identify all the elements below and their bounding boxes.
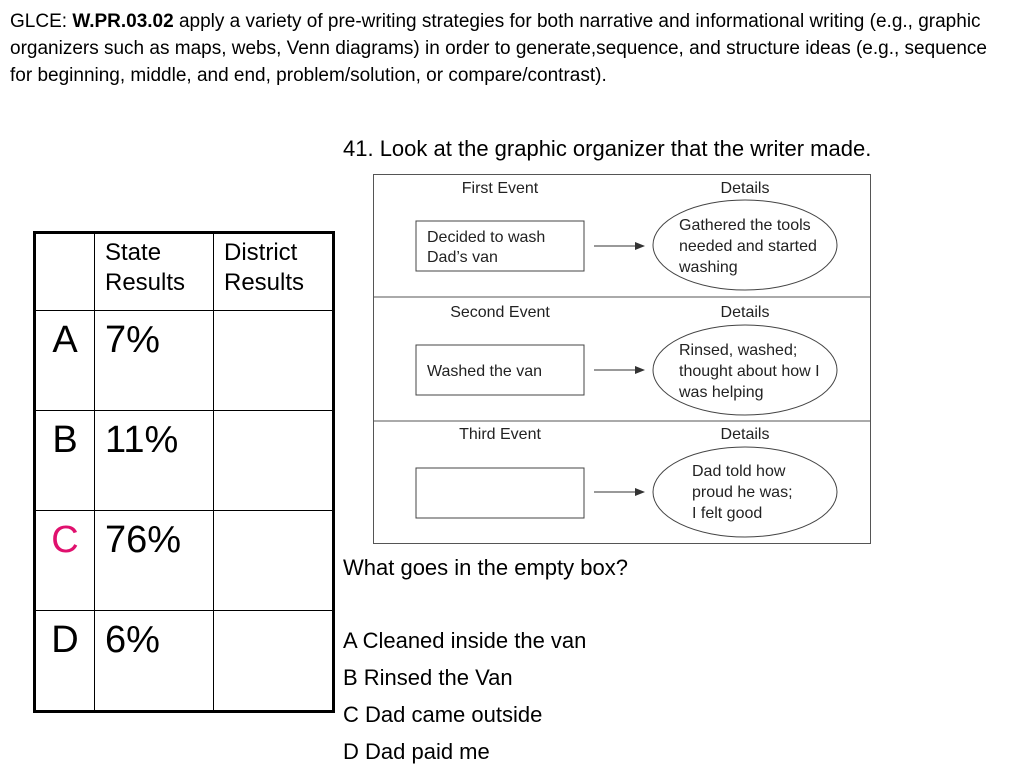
event-label: First Event bbox=[462, 180, 539, 197]
empty-event-box bbox=[415, 467, 585, 519]
results-row: D 6% bbox=[34, 610, 334, 712]
choice-letter: D bbox=[34, 610, 95, 712]
answer-choices: A Cleaned inside the van B Rinsed the Va… bbox=[343, 626, 586, 774]
district-percent bbox=[213, 410, 334, 511]
event-label: Second Event bbox=[450, 304, 550, 321]
details-text-line: washing bbox=[678, 259, 738, 276]
district-percent bbox=[213, 610, 334, 712]
details-text-line: proud he was; bbox=[692, 484, 793, 501]
question-text: 41. Look at the graphic organizer that t… bbox=[343, 136, 872, 161]
graphic-organizer: First Event Details Decided to wash Dad’… bbox=[373, 174, 871, 544]
state-percent: 76% bbox=[94, 510, 214, 611]
organizer-row-2: Second Event Details Washed the van Rins… bbox=[415, 304, 838, 416]
event-text-line: Decided to wash bbox=[427, 229, 545, 246]
event-box bbox=[415, 344, 585, 396]
details-text-line: Gathered the tools bbox=[679, 217, 811, 234]
organizer-row-3: Third Event Details Dad told how proud h… bbox=[415, 426, 838, 538]
event-text-line: Dad’s van bbox=[427, 249, 498, 266]
details-text-line: thought about how I bbox=[679, 363, 820, 380]
organizer-row-1: First Event Details Decided to wash Dad’… bbox=[415, 180, 838, 291]
details-text: Dad told how proud he was; I felt good bbox=[692, 463, 797, 522]
details-label: Details bbox=[721, 426, 770, 443]
standard-description: apply a variety of pre-writing strategie… bbox=[10, 11, 987, 86]
prompt-text: What goes in the empty box? bbox=[343, 555, 628, 580]
state-percent: 6% bbox=[94, 610, 214, 712]
details-text-line: Dad told how bbox=[692, 463, 786, 480]
district-results-header: District Results bbox=[213, 232, 334, 311]
state-percent: 11% bbox=[94, 410, 214, 511]
organizer-frame bbox=[373, 174, 871, 544]
corner-cell bbox=[34, 232, 95, 311]
state-results-header: State Results bbox=[94, 232, 214, 311]
event-label: Third Event bbox=[459, 426, 541, 443]
glce-prefix: GLCE: bbox=[10, 11, 73, 32]
choice-letter-correct: C bbox=[34, 510, 95, 611]
state-percent: 7% bbox=[94, 310, 214, 411]
standard-header: GLCE: W.PR.03.02 apply a variety of pre-… bbox=[10, 8, 1010, 89]
choice-letter: A bbox=[34, 310, 95, 411]
answer-choice: A Cleaned inside the van bbox=[343, 628, 587, 653]
event-text: Decided to wash Dad’s van bbox=[427, 229, 550, 266]
details-text: Gathered the tools needed and started wa… bbox=[678, 217, 821, 276]
details-text-line: Rinsed, washed; bbox=[679, 342, 797, 359]
details-text: Rinsed, washed; thought about how I was … bbox=[678, 342, 824, 401]
details-text-line: needed and started bbox=[679, 238, 817, 255]
details-label: Details bbox=[721, 180, 770, 197]
district-percent bbox=[213, 510, 334, 611]
details-label: Details bbox=[721, 304, 770, 321]
results-row: A 7% bbox=[34, 310, 334, 411]
details-bubble bbox=[652, 199, 838, 291]
event-text-line: Washed the van bbox=[427, 363, 542, 380]
results-row: C 76% bbox=[34, 510, 334, 611]
details-text-line: I felt good bbox=[692, 505, 762, 522]
details-text-line: was helping bbox=[678, 384, 764, 401]
results-header-row: State Results District Results bbox=[34, 232, 334, 311]
answer-choice: B Rinsed the Van bbox=[343, 665, 513, 690]
details-bubble bbox=[652, 446, 838, 538]
choice-letter: B bbox=[34, 410, 95, 511]
results-row: B 11% bbox=[34, 410, 334, 511]
results-table: State Results District Results A 7% B 11… bbox=[33, 231, 335, 713]
details-bubble bbox=[652, 324, 838, 416]
district-percent bbox=[213, 310, 334, 411]
event-text: Washed the van bbox=[427, 363, 542, 380]
answer-choice: C Dad came outside bbox=[343, 702, 543, 727]
event-box bbox=[415, 220, 585, 272]
standard-code: W.PR.03.02 bbox=[72, 11, 174, 32]
answer-choice: D Dad paid me bbox=[343, 739, 490, 764]
